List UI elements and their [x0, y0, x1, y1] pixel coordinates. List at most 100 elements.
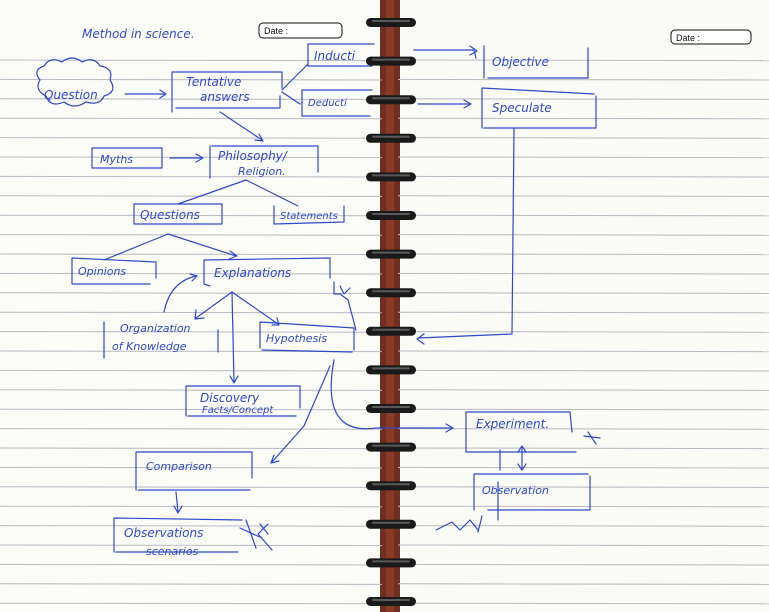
spiral-coil [366, 95, 416, 105]
rule-line [0, 389, 383, 391]
node-explanations: Explanations [214, 266, 291, 280]
rule-line [397, 563, 769, 566]
node-comparison: Comparison [146, 460, 212, 473]
statements-box [273, 205, 345, 225]
rule-line [397, 389, 769, 391]
rule-line [0, 78, 383, 81]
rule-line [397, 253, 769, 256]
spiral-coil-highlight [372, 328, 410, 331]
node-deductive: Deducti [308, 98, 347, 109]
spiral-coil-highlight [372, 97, 410, 100]
node-objective: Objective [492, 55, 549, 69]
rule-line [0, 137, 383, 139]
rule-line [0, 505, 383, 508]
rule-line [397, 466, 769, 469]
rule-line [0, 117, 383, 120]
experiment-box [465, 411, 577, 453]
objective-box [483, 45, 589, 79]
spiral-coil [366, 404, 416, 413]
spiral-coil [366, 519, 416, 529]
spiral-binding [366, 18, 416, 606]
node-hypothesis: Hypothesis [266, 332, 327, 345]
question-cloud [36, 57, 114, 107]
spiral-coil-highlight [372, 560, 410, 563]
rule-line [397, 350, 769, 353]
rule-line [0, 408, 383, 411]
right-date-label: Date : [676, 33, 700, 43]
rule-line [397, 583, 769, 585]
node-facts-concept: Facts/Concept [202, 405, 274, 416]
rule-line [397, 486, 769, 488]
node-question: Question [44, 88, 98, 102]
page-title: Method in science. [82, 27, 195, 41]
rule-line [0, 292, 383, 294]
rule-line [397, 272, 769, 275]
node-philosophy: Philosophy/ [218, 149, 289, 163]
explanations-box [203, 257, 331, 287]
organization-box [103, 321, 219, 359]
rule-line [0, 253, 383, 256]
rule-line [397, 544, 769, 547]
right-date-box [670, 29, 752, 45]
rule-line [397, 137, 769, 139]
node-inductive: Inducti [314, 49, 356, 63]
node-answers: answers [200, 90, 250, 104]
rule-line [0, 98, 383, 100]
node-opinions: Opinions [78, 265, 126, 278]
rule-line [0, 369, 383, 372]
questions-box [133, 203, 223, 225]
rule-line [397, 78, 769, 81]
spiral-coil-highlight [372, 251, 410, 254]
rule-line [0, 195, 383, 197]
rule-line [397, 428, 769, 430]
node-experiment: Experiment. [476, 417, 549, 431]
rule-line [0, 234, 383, 236]
tentative-answers-box [171, 71, 283, 113]
rule-line [0, 525, 383, 527]
philosophy-box [209, 145, 319, 179]
spiral-coil [366, 365, 416, 375]
rule-line [397, 98, 769, 100]
rule-line [397, 505, 769, 508]
rule-line [397, 331, 769, 333]
rule-line [397, 175, 769, 178]
node-speculate: Speculate [492, 101, 552, 115]
spiral-coil [366, 211, 416, 220]
spiral-coil [366, 172, 416, 182]
spiral-coil-highlight [372, 406, 410, 408]
rule-line [0, 486, 383, 488]
left-date-box [258, 22, 343, 39]
myths-box [91, 147, 163, 169]
hypothesis-box [259, 321, 355, 353]
rule-line [0, 602, 383, 605]
discovery-box [185, 385, 301, 417]
rule-line [397, 408, 769, 411]
spiral-coil-highlight [372, 483, 410, 486]
spiral-coil [366, 481, 416, 491]
node-organization: Organization [120, 322, 191, 335]
rule-line [397, 156, 769, 159]
spiral-coil [366, 558, 416, 568]
rule-line [397, 195, 769, 197]
opinions-box [71, 257, 157, 285]
rule-line [397, 447, 769, 450]
rule-line [397, 369, 769, 372]
observations-box [113, 517, 243, 553]
diagram-connectors [36, 43, 601, 553]
node-scenarios: scenarios [146, 545, 199, 558]
rule-line [0, 447, 383, 450]
spiral-coil-highlight [372, 444, 410, 447]
node-observation: Observation [482, 484, 549, 497]
spiral-coil [366, 133, 416, 143]
node-myths: Myths [100, 153, 133, 166]
spiral-coil [366, 249, 416, 259]
deductive-box [301, 89, 373, 117]
spiral-coil [366, 288, 416, 298]
inductive-box [307, 43, 375, 67]
spiral-coil-highlight [372, 135, 410, 138]
rule-line [0, 175, 383, 178]
rule-line [0, 544, 383, 547]
node-questions: Questions [140, 208, 200, 222]
spiral-coil-highlight [372, 521, 410, 524]
